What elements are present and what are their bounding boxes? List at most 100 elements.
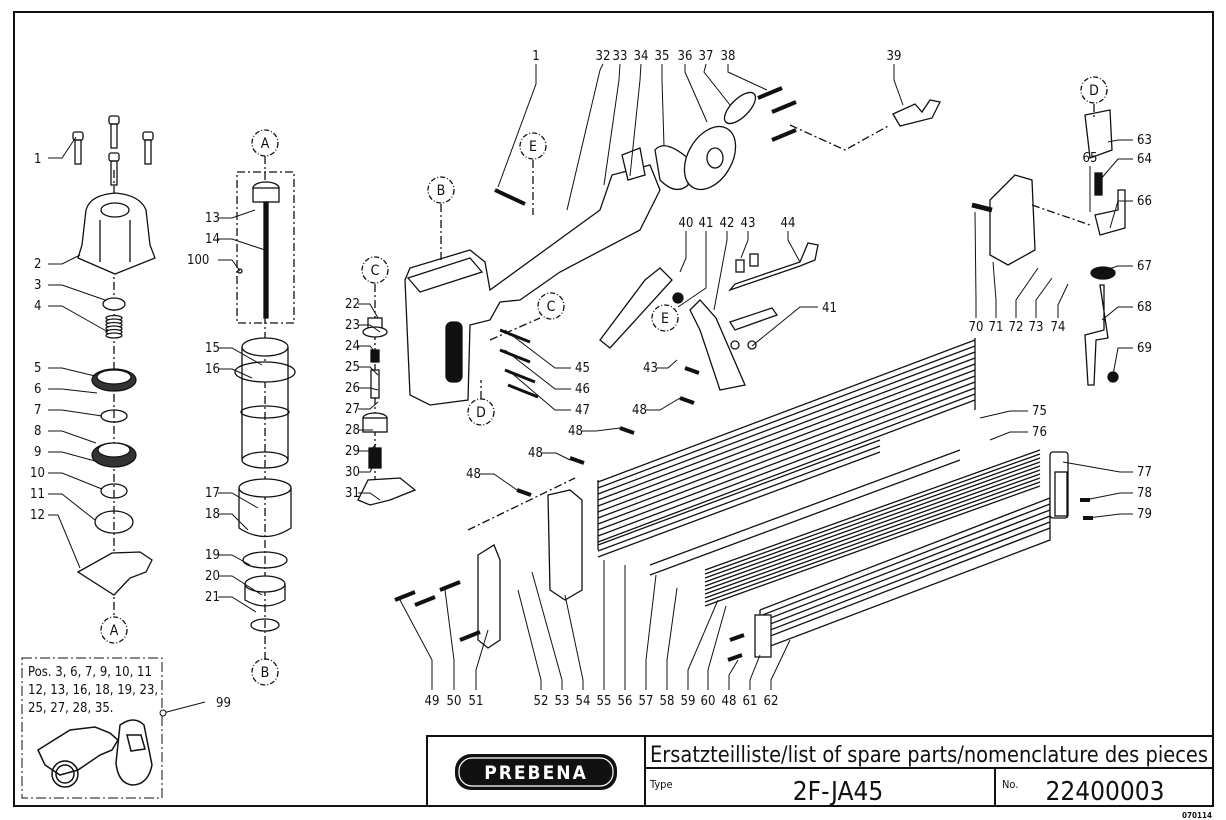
seal-kit-box: Pos. 3, 6, 7, 9, 10, 11 12, 13, 16, 18, … <box>21 657 231 799</box>
callout-29: 29 <box>345 444 360 459</box>
leader-line <box>727 64 768 91</box>
nose-bolt <box>414 595 436 607</box>
exhaust-deflector <box>621 147 646 181</box>
brand-name: PREBENA <box>484 762 588 784</box>
leader-line <box>646 397 681 411</box>
depth-plate-lower <box>729 307 779 331</box>
nose-plate <box>477 544 501 649</box>
leader-line <box>218 596 257 613</box>
leader-line <box>713 231 728 311</box>
feeder-rail-line <box>704 485 1041 607</box>
callout-74: 74 <box>1051 320 1066 335</box>
callout-10: 10 <box>30 466 45 481</box>
callout-45: 45 <box>575 361 590 376</box>
plate-screw <box>735 259 745 273</box>
leader-line <box>480 473 518 491</box>
magazine-screw <box>619 426 635 435</box>
callout-63: 63 <box>1137 133 1152 148</box>
head-valve-top <box>96 369 132 385</box>
leader-line <box>603 63 621 186</box>
leader-line <box>542 452 571 461</box>
callout-52: 52 <box>534 694 549 709</box>
inner-rail-line <box>649 449 961 566</box>
magazine-screw <box>679 396 695 405</box>
callout-38: 38 <box>721 49 736 64</box>
detail-marker-label: E <box>661 311 669 327</box>
callout-34: 34 <box>634 49 649 64</box>
block-screw <box>727 653 743 662</box>
cylinder-walls <box>241 347 289 460</box>
leader-line <box>1015 267 1039 318</box>
magazine-lower-line <box>597 439 881 546</box>
leader-line <box>517 589 542 690</box>
magazine-rail-line <box>597 339 976 483</box>
callout-50: 50 <box>447 694 462 709</box>
leader-line <box>749 654 761 690</box>
callout-27: 27 <box>345 402 360 417</box>
callout-40: 40 <box>679 216 694 231</box>
detail-marker-label: D <box>476 405 486 421</box>
magazine-rail-line <box>597 345 976 489</box>
safety-lever <box>599 267 673 349</box>
tool-body <box>404 164 661 406</box>
callout-15: 15 <box>205 341 220 356</box>
type-label: Type <box>649 778 673 791</box>
callout-42: 42 <box>720 216 735 231</box>
nose-bolt <box>439 580 461 592</box>
inner-rail-line <box>649 459 961 576</box>
callout-99: 99 <box>216 696 231 711</box>
seal-kit-gaskets-drawing <box>37 719 153 788</box>
document-code: 070114 <box>1182 811 1212 820</box>
bumper-body <box>244 584 286 607</box>
callout-11: 11 <box>30 487 45 502</box>
leader-line <box>992 261 997 318</box>
leader-line <box>679 231 687 273</box>
leader-line <box>564 594 584 690</box>
leader-line <box>218 575 263 596</box>
callout-64: 64 <box>1137 152 1152 167</box>
lock-nut <box>672 292 684 304</box>
valve-piston-top <box>97 442 131 458</box>
leader-line <box>507 369 571 411</box>
callout-43: 43 <box>643 361 658 376</box>
end-cap-inner <box>1054 471 1068 517</box>
leader-line <box>1084 492 1133 501</box>
callout-31: 31 <box>345 486 360 501</box>
callout-25: 25 <box>345 360 360 375</box>
magazine-rail-line <box>597 399 976 543</box>
magazine-rail-line <box>597 381 976 525</box>
leader-line <box>48 493 96 521</box>
callout-69: 69 <box>1137 341 1152 356</box>
callout-65: 65 <box>1083 151 1098 166</box>
contact-arm <box>1084 284 1109 386</box>
leader-line <box>475 629 489 690</box>
leader-line <box>218 368 253 379</box>
leader-line <box>1109 200 1133 229</box>
latch-housing <box>989 174 1036 266</box>
prebena-logo: PREBENA <box>455 754 617 790</box>
sleeve-body <box>238 488 292 538</box>
spring-coil <box>105 332 123 339</box>
plate-nut <box>747 340 757 350</box>
leader-line <box>48 451 96 462</box>
detail-marker-label: C <box>547 299 556 315</box>
callout-16: 16 <box>205 362 220 377</box>
depth-plate <box>728 242 819 292</box>
bolt-head <box>108 152 120 162</box>
detail-marker-c <box>361 256 389 284</box>
kit-line-3: 25, 27, 28, 35. <box>28 701 114 716</box>
leader-line <box>989 431 1028 441</box>
cylinder-flange <box>234 361 296 383</box>
leader-line <box>629 63 642 177</box>
leader-line <box>218 259 241 272</box>
leader-line <box>48 409 103 417</box>
leader-line <box>1104 265 1133 271</box>
callout-6: 6 <box>34 382 41 397</box>
callout-72: 72 <box>1009 320 1024 335</box>
end-cap-bolt <box>771 128 797 142</box>
callout-24: 24 <box>345 339 360 354</box>
leader-line <box>770 639 791 690</box>
callout-23: 23 <box>345 318 360 333</box>
feeder-rail-line <box>704 465 1041 587</box>
axis-line <box>1031 204 1091 226</box>
